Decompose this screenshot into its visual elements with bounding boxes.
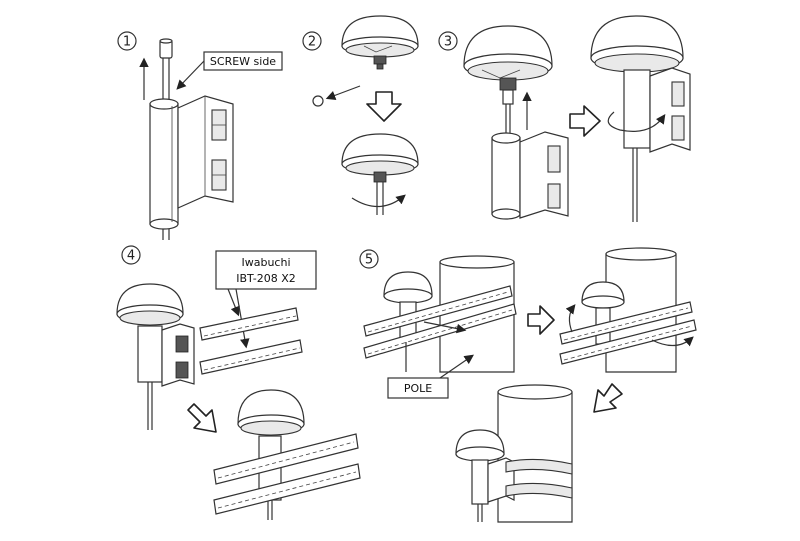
assembled-antenna-step3 [590, 15, 691, 222]
pole-label: POLE [404, 382, 432, 395]
step-5-number: 5 [365, 253, 373, 268]
pole-callout: POLE [387, 354, 474, 399]
antenna-dome-lower [341, 133, 419, 215]
step-4-number: 4 [127, 249, 135, 264]
antenna-dome-upper [341, 15, 419, 70]
step-3: 3 [438, 15, 691, 222]
nut [312, 95, 324, 107]
mount-tube [149, 98, 179, 230]
step-4: 4 Iwabuchi IBT-208 X2 [116, 245, 361, 520]
step-3-number: 3 [444, 35, 452, 50]
tighten-arrow [607, 111, 666, 132]
bracket-model-line1: Iwabuchi [241, 256, 290, 269]
down-arrow [366, 91, 402, 122]
pole-3 [497, 384, 573, 523]
antenna-on-pole-2 [559, 281, 697, 365]
step-1-badge: 1 [117, 31, 137, 51]
step-2-number: 2 [308, 35, 316, 50]
screw-side-label: SCREW side [210, 55, 276, 68]
step-1-number: 1 [123, 35, 131, 50]
step-4-badge: 4 [121, 245, 141, 265]
step-5: 5 POLE [359, 247, 697, 523]
right-arrow-step3 [569, 105, 601, 137]
pole-bands-step4 [199, 307, 303, 375]
mount-bracket [177, 95, 234, 209]
step-3-badge: 3 [438, 31, 458, 51]
antenna-step4 [116, 283, 195, 430]
rotate-arrow [351, 194, 406, 208]
down-left-arrow-step5 [593, 383, 623, 413]
mount-assembly-step3 [491, 131, 569, 220]
assembled-antenna-step4 [213, 389, 361, 520]
step-5-badge: 5 [359, 249, 379, 269]
bracket-callout: Iwabuchi IBT-208 X2 [215, 250, 317, 349]
step-2: 2 [302, 15, 419, 215]
screw-side-callout: SCREW side [176, 51, 283, 90]
right-arrow-step5 [527, 305, 555, 335]
step-2-badge: 2 [302, 31, 322, 51]
bracket-model-line2: IBT-208 X2 [236, 272, 296, 285]
remove-nut-arrow [325, 85, 361, 100]
antenna-on-pole-3 [455, 429, 573, 522]
antenna-dome-step3 [463, 25, 553, 210]
down-right-arrow-step4 [187, 403, 217, 433]
step-1: 1 SCREW side [117, 31, 283, 240]
antenna-on-pole-1 [363, 271, 517, 372]
